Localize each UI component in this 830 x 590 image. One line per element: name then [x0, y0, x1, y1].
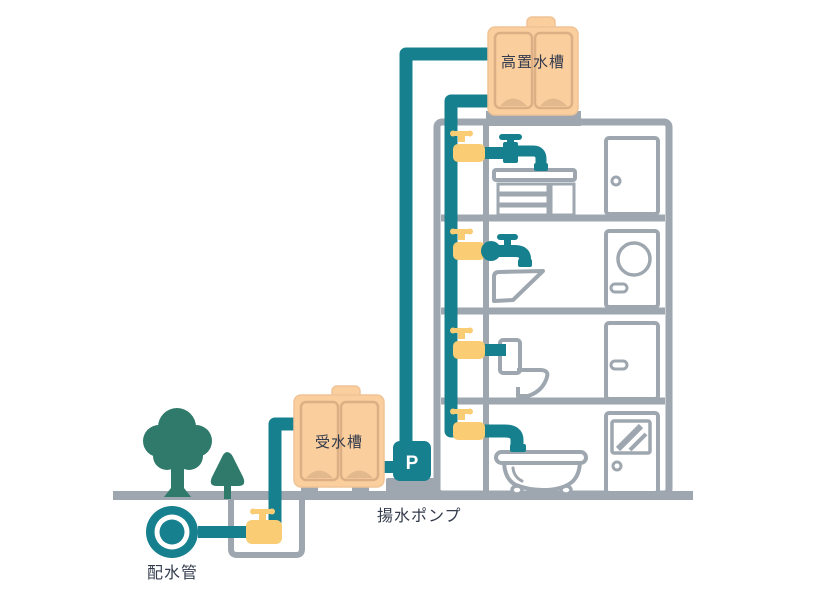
faucets: [481, 134, 548, 267]
receiving-tank-label: 受水槽: [315, 434, 363, 451]
door-floor3: [604, 229, 660, 309]
ground-line: [113, 491, 693, 500]
elevated-tank: 高置水槽: [487, 16, 579, 116]
pump-label: 揚水ポンプ: [377, 507, 462, 525]
water-main-icon: [146, 506, 198, 558]
door-handle-icon: [609, 359, 629, 371]
washbasin-faucet-icon: [481, 234, 532, 267]
bathtub-icon: [494, 450, 588, 496]
door-floor1: [604, 411, 660, 495]
pump-symbol-label: P: [406, 453, 419, 474]
valve-icon-underground: [246, 508, 282, 544]
water-main-label: 配水管: [147, 564, 198, 582]
valve-icon-floor2: [450, 327, 485, 359]
toilet-icon: [498, 338, 550, 398]
elevated-tank-label: 高置水槽: [501, 54, 565, 71]
fixtures: [492, 168, 588, 496]
door-handle-icon: [609, 282, 629, 294]
kitchen-faucet-icon: [499, 134, 548, 171]
door-knob-icon: [610, 175, 622, 187]
pump-riser-pipe: [399, 47, 492, 460]
door-floor4: [604, 136, 660, 216]
large-tree-icon: [143, 408, 212, 497]
pump-base: [386, 478, 436, 493]
door-floor2: [604, 321, 660, 401]
kitchen-sink-icon: [492, 168, 577, 217]
underground-pit: [228, 496, 305, 558]
receiving-tank: 受水槽: [293, 385, 385, 494]
bath-spout-icon: [510, 444, 526, 452]
pump-icon: P: [380, 441, 436, 493]
valve-icon-floor4: [450, 130, 485, 162]
valve-icon-floor1: [450, 408, 485, 440]
valve-icon-floor3: [450, 228, 485, 260]
porthole-window-icon: [616, 241, 652, 277]
valves: [246, 130, 485, 544]
washbasin-icon: [492, 269, 545, 303]
small-tree-icon: [210, 452, 245, 499]
doors: [604, 136, 660, 495]
door-knob-icon: [611, 460, 623, 472]
